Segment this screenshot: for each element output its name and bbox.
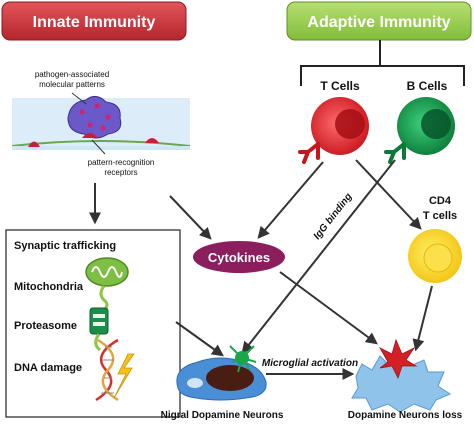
igg-binding-label: IgG binding [312,191,355,242]
t-cell-icon [298,97,369,164]
stress-item-synaptic: Synaptic trafficking [14,240,116,252]
nigral-neurons-label: Nigral Dopamine Neurons [161,410,284,421]
microglial-activation-label: Microglial activation [262,358,358,369]
proteasome-icon [89,307,109,335]
protein-chain-icon [99,285,109,312]
adaptive-bracket [300,65,465,86]
dna-icon [95,338,119,402]
prr-label-line2: receptors [104,168,137,177]
prr-label-line1: pattern-recognition [88,158,155,167]
b-cell-icon [384,97,455,164]
b-cells-label: B Cells [407,79,448,93]
pathogen-icon [67,96,122,139]
innate-immunity-header: Innate Immunity [1,1,187,41]
cytokines-label: Cytokines [208,250,270,265]
membrane-panel [11,98,191,150]
stress-item-proteasome: Proteasome [14,320,77,332]
adaptive-header-title: Adaptive Immunity [307,14,450,31]
cd4-t-cell-icon [408,229,462,283]
pamp-label-line2: molecular patterns [39,80,105,89]
mitochondria-icon [85,257,129,287]
damaged-neuron-icon [351,353,452,413]
microglia-green-icon [229,345,257,373]
stress-item-mitochondria: Mitochondria [14,281,84,293]
microglia-red-icon [378,338,418,380]
cd4-label-line2: T cells [423,210,457,222]
innate-header-title: Innate Immunity [33,14,156,31]
pamp-label-line1: pathogen-associated [35,70,109,79]
receptor-icons [28,133,159,147]
stress-item-dna-damage: DNA damage [14,362,82,374]
adaptive-immunity-header: Adaptive Immunity [286,1,472,41]
t-cells-label: T Cells [320,79,360,93]
nigral-neuron-icon [176,357,267,401]
cytokines-node: Cytokines [193,241,285,273]
neurons-loss-label: Dopamine Neurons loss [348,410,463,421]
cd4-label-line1: CD4 [429,195,452,207]
lightning-icon [113,353,135,399]
